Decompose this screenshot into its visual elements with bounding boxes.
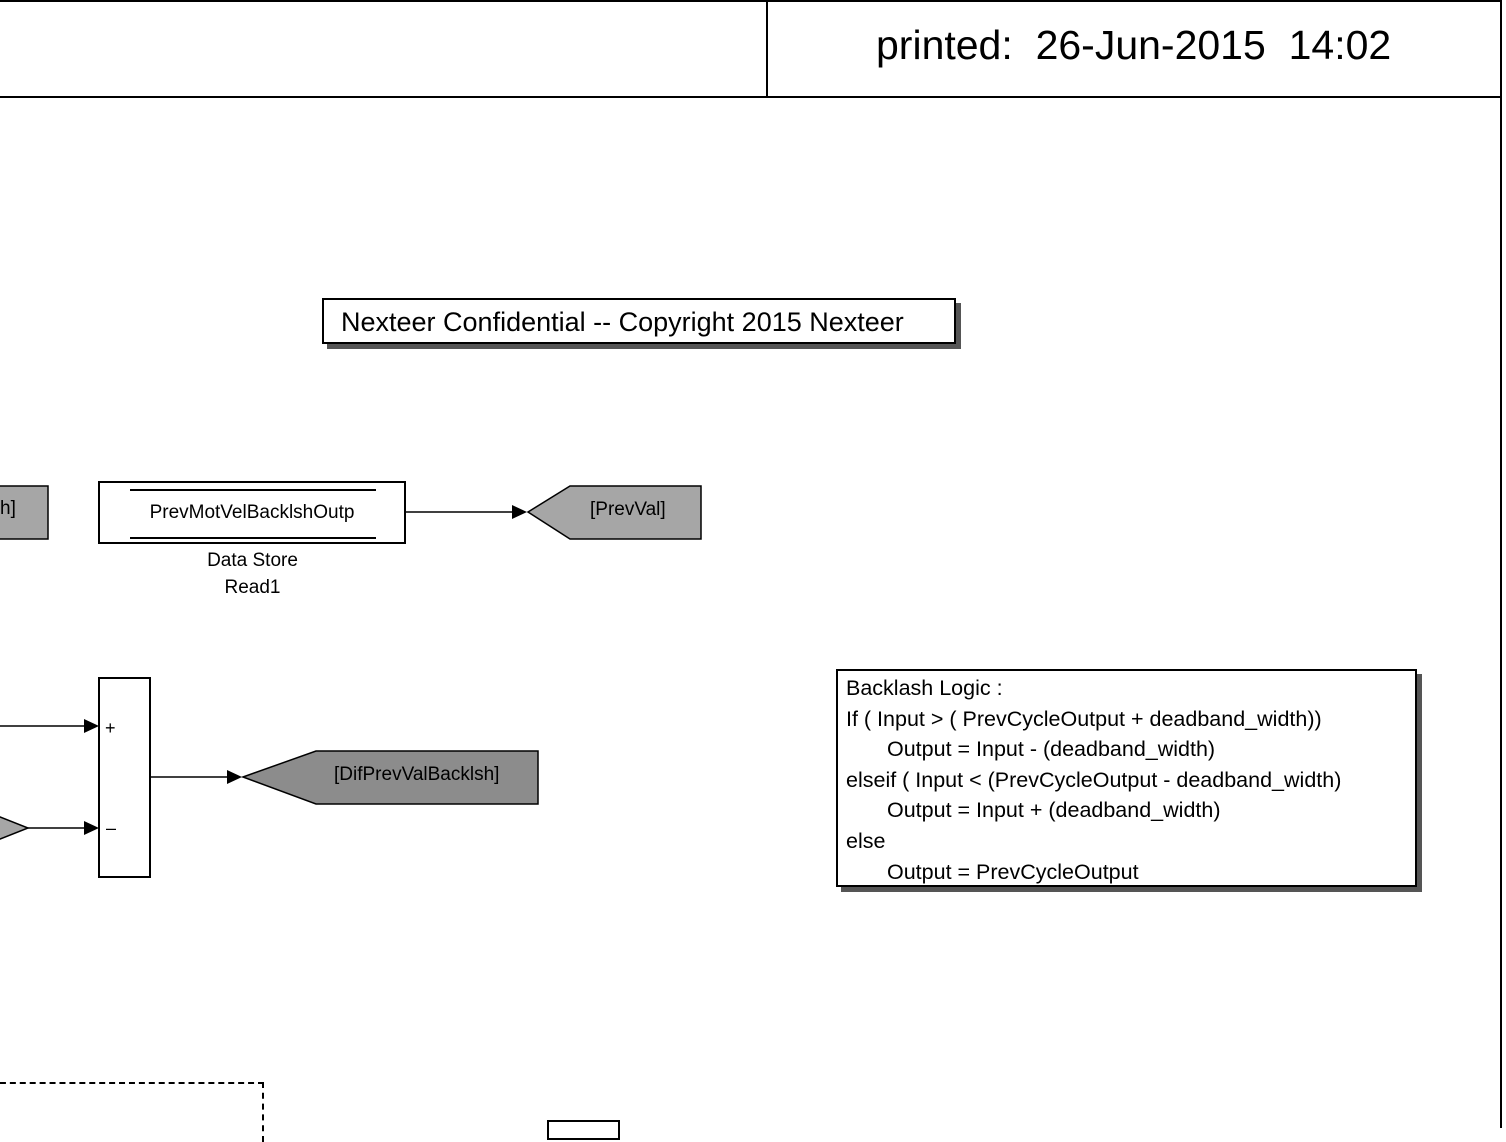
- header-bottom-border: [0, 96, 1502, 98]
- data-store-caption-line2: Read1: [224, 577, 281, 598]
- logic-line: Output = Input - (deadband_width): [887, 737, 1216, 762]
- sum-minus-sign: –: [106, 818, 117, 838]
- logic-line: Backlash Logic :: [846, 676, 1003, 700]
- page-right-border: [1500, 0, 1502, 1128]
- sum-plus-sign: +: [105, 718, 116, 738]
- printed-time: 14:02: [1288, 22, 1392, 68]
- sum-block[interactable]: + –: [98, 677, 151, 878]
- goto-tag-prevval-label: [PrevVal]: [590, 499, 666, 520]
- printed-date: 26-Jun-2015: [1035, 22, 1266, 68]
- printed-timestamp: printed: 26-Jun-2015 14:02: [876, 22, 1391, 69]
- header-divider: [766, 0, 768, 97]
- logic-line: else: [846, 828, 886, 853]
- data-store-bottom-bar: [130, 537, 376, 539]
- logic-line: elseif ( Input < (PrevCycleOutput - dead…: [846, 767, 1342, 792]
- logic-line: Output = Input + (deadband_width): [887, 798, 1221, 823]
- goto-tag-difprevval[interactable]: [240, 750, 539, 805]
- data-store-top-bar: [130, 489, 376, 491]
- goto-tag-prevval[interactable]: [526, 485, 702, 540]
- block-partial-bottom[interactable]: [547, 1120, 620, 1140]
- subsystem-boundary-partial: [0, 1082, 264, 1142]
- data-store-caption-line1: Data Store: [207, 550, 298, 571]
- data-store-name: PrevMotVelBacklshOutp: [149, 502, 355, 523]
- arrowhead-prevval: [512, 505, 527, 519]
- from-tag-partial-left[interactable]: [0, 815, 31, 841]
- logic-line: If ( Input > ( PrevCycleOutput + deadban…: [846, 706, 1322, 731]
- data-store-caption: Data Store Read1: [180, 547, 325, 601]
- arrowhead-sum-plus: [84, 719, 99, 733]
- arrowhead-sum-minus: [84, 821, 99, 835]
- confidential-annotation: Nexteer Confidential -- Copyright 2015 N…: [322, 298, 956, 344]
- logic-line: Output = PrevCycleOutput: [887, 859, 1139, 884]
- backlash-logic-annotation: Backlash Logic : If ( Input > ( PrevCycl…: [836, 669, 1417, 887]
- printed-label: printed:: [876, 22, 1013, 68]
- goto-tag-partial-left[interactable]: [0, 485, 49, 540]
- arrowhead-sum-output: [227, 770, 242, 784]
- header-top-border: [0, 0, 1502, 2]
- goto-tag-difprevval-label: [DifPrevValBacklsh]: [334, 764, 500, 785]
- goto-tag-partial-left-label: h]: [0, 498, 16, 519]
- data-store-read-block[interactable]: PrevMotVelBacklshOutp: [98, 481, 406, 544]
